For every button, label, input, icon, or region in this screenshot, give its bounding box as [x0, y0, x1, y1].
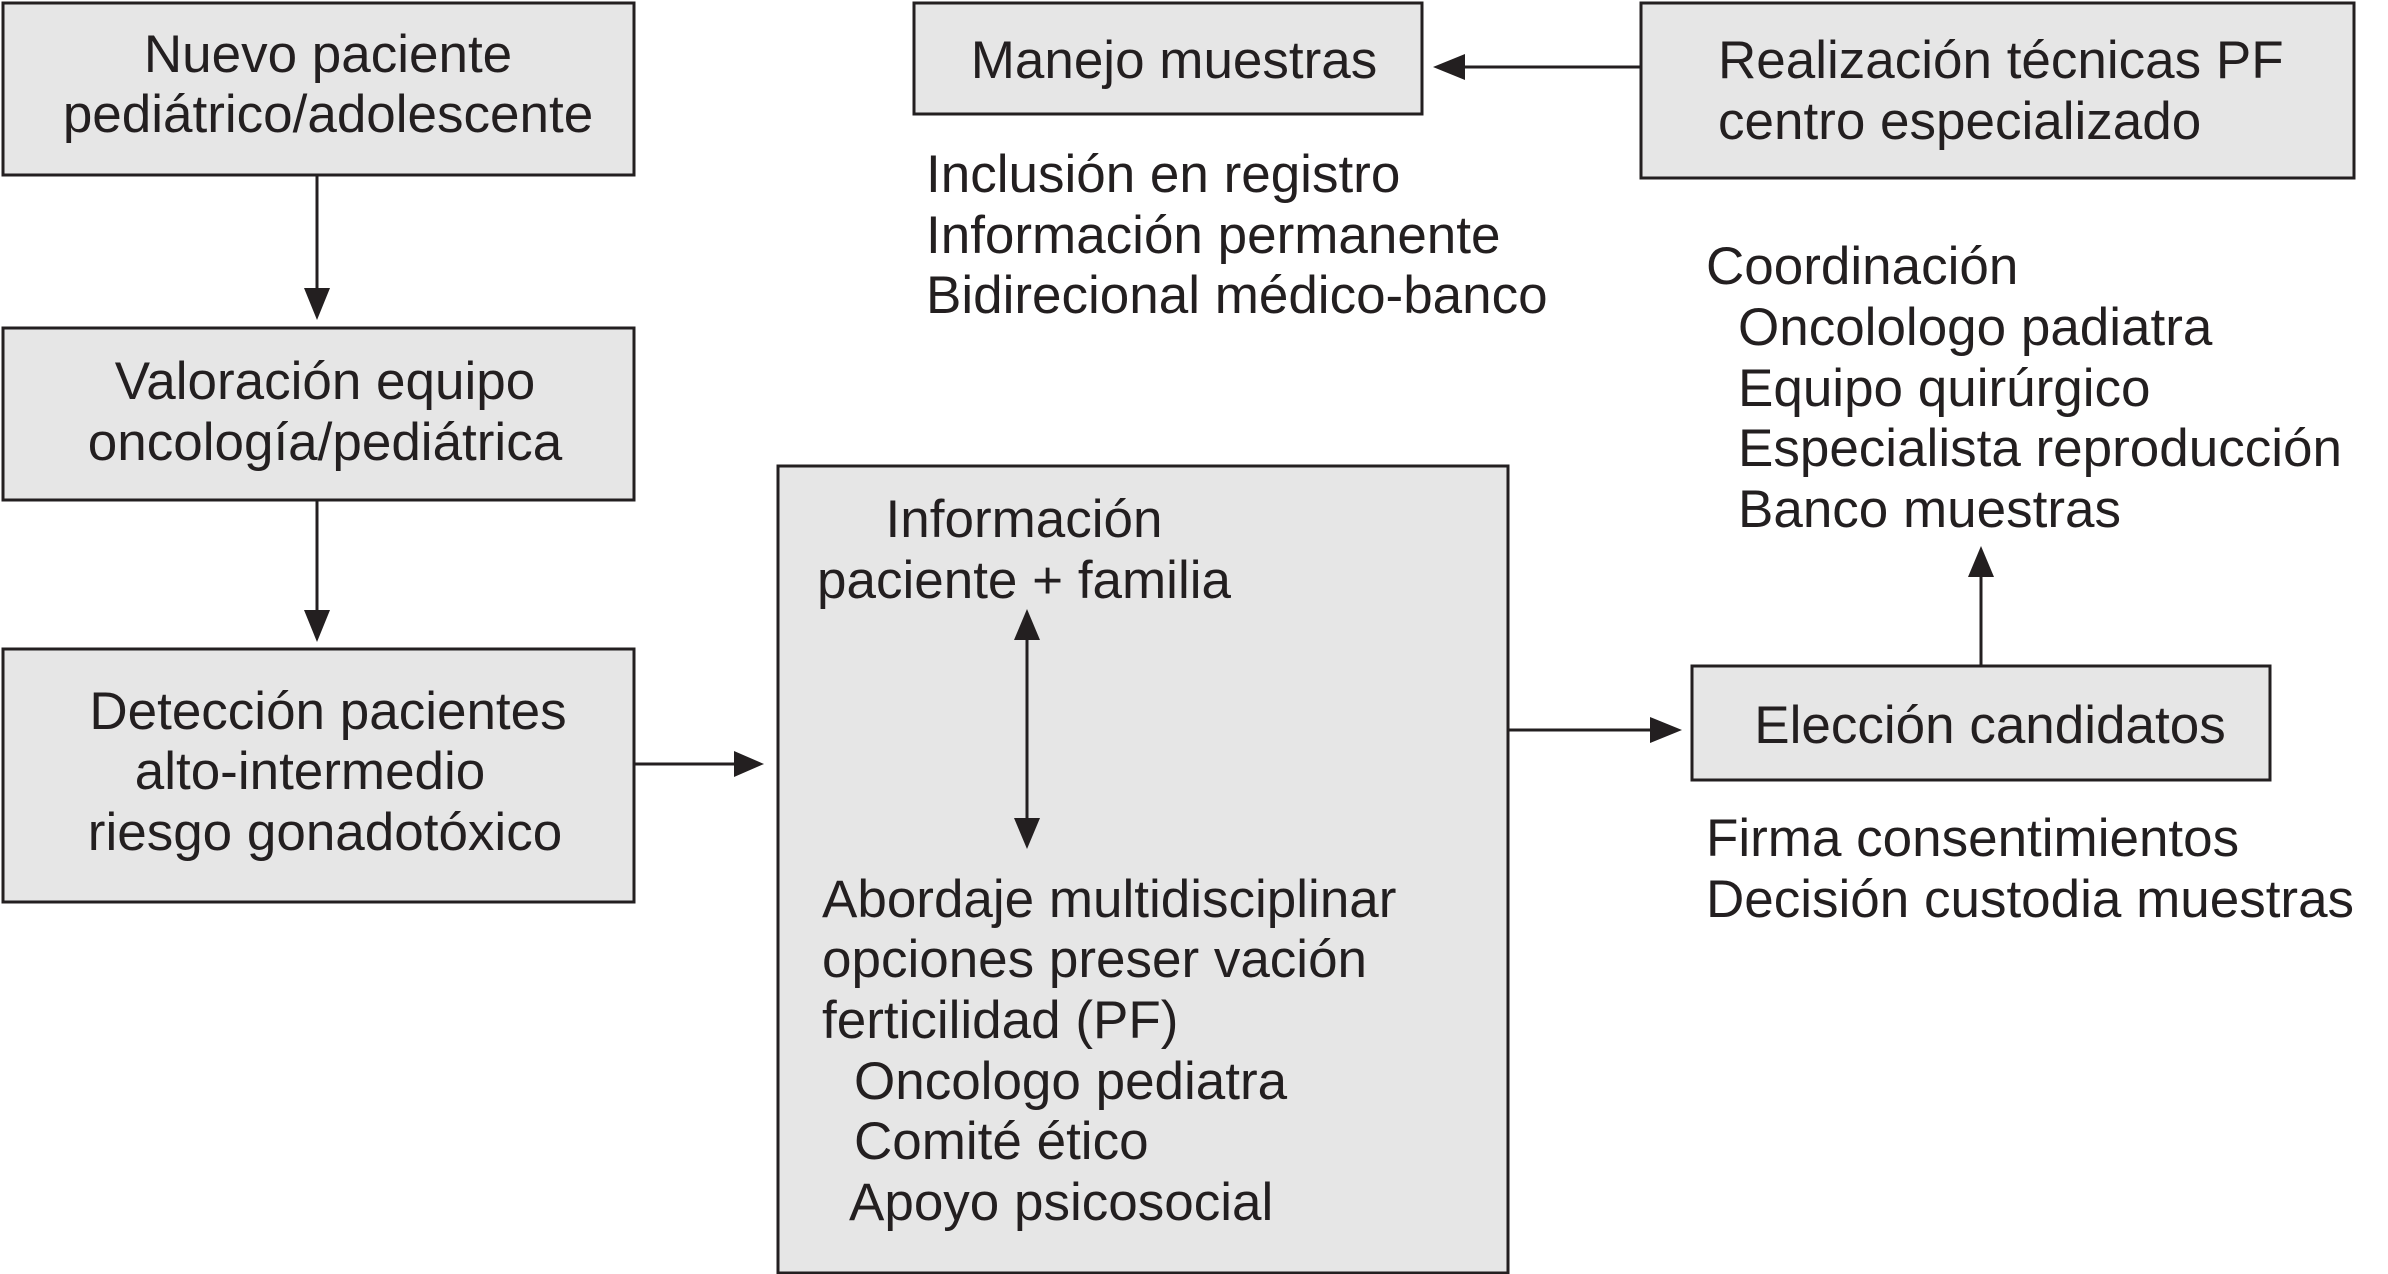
central-member-3: Apoyo psicosocial	[849, 1173, 1273, 1232]
note-coordinacion-item-2: Equipo quirúrgico	[1738, 359, 2150, 418]
node-realizacion-tecnicas: Realización técnicas PF centro especiali…	[1639, 1, 2356, 180]
node-deteccion-pacientes-line-3: riesgo gonadotóxico	[88, 803, 562, 862]
central-info-line-1: Información	[886, 490, 1163, 549]
node-deteccion-pacientes-box	[1, 647, 636, 904]
arrow-nuevo-to-valoracion	[304, 175, 330, 320]
note-coordinacion-item-3: Especialista reproducción	[1738, 419, 2342, 478]
node-valoracion-equipo: Valoración equipo oncología/pediátrica	[1, 326, 636, 502]
node-realizacion-tecnicas-line-1: Realización técnicas PF	[1718, 31, 2284, 90]
node-deteccion-pacientes: Detección pacientes alto-intermedio ries…	[1, 647, 636, 904]
note-registro-line-1: Inclusión en registro	[926, 145, 1400, 204]
node-eleccion-candidatos-line-1: Elección candidatos	[1754, 696, 2225, 755]
node-manejo-muestras: Manejo muestras	[912, 1, 1424, 116]
node-nuevo-paciente: Nuevo paciente pediátrico/adolescente	[1, 1, 636, 177]
node-deteccion-pacientes-line-2: alto-intermedio	[135, 742, 486, 801]
note-coordinacion-item-4: Banco muestras	[1738, 480, 2121, 539]
node-nuevo-paciente-line-2: pediátrico/adolescente	[63, 85, 593, 144]
central-abordaje-line-1: Abordaje multidisciplinar	[822, 870, 1396, 929]
note-registro-line-3: Bidirecional médico-banco	[926, 266, 1548, 325]
node-central-informacion-abordaje: Información paciente + familia Abordaje …	[776, 464, 1510, 1274]
node-valoracion-equipo-box	[1, 326, 636, 502]
central-member-2: Comité ético	[854, 1112, 1149, 1171]
node-eleccion-candidatos-box	[1690, 664, 2272, 782]
arrow-eleccion-to-coordinacion	[1968, 546, 1994, 666]
node-manejo-muestras-line-1: Manejo muestras	[971, 31, 1378, 90]
central-member-1: Oncologo pediatra	[854, 1052, 1288, 1111]
note-firma-line-2: Decisión custodia muestras	[1706, 870, 2354, 929]
node-manejo-muestras-box	[912, 1, 1424, 116]
central-info-line-2: paciente + familia	[817, 551, 1231, 610]
note-coordinacion-title: Coordinación	[1706, 237, 2018, 296]
node-eleccion-candidatos: Elección candidatos	[1690, 664, 2272, 782]
node-realizacion-tecnicas-line-2: centro especializado	[1718, 92, 2201, 151]
note-registro-line-2: Información permanente	[926, 206, 1501, 265]
node-nuevo-paciente-line-1: Nuevo paciente	[144, 25, 512, 84]
node-realizacion-tecnicas-box	[1639, 1, 2356, 180]
arrow-central-to-eleccion	[1508, 717, 1682, 743]
arrow-deteccion-to-central	[634, 751, 764, 777]
arrow-valoracion-to-deteccion	[304, 500, 330, 642]
note-firma-line-1: Firma consentimientos	[1706, 809, 2239, 868]
note-registro: Inclusión en registro Información perman…	[926, 145, 1548, 325]
note-coordinacion-item-1: Oncolologo padiatra	[1738, 298, 2213, 357]
central-abordaje-line-3: ferticilidad (PF)	[822, 991, 1178, 1050]
node-central-box	[776, 464, 1510, 1274]
note-coordinacion: Coordinación Oncolologo padiatra Equipo …	[1706, 237, 2342, 539]
arrow-info-abordaje-bidirectional	[1014, 609, 1040, 849]
central-abordaje-line-2: opciones preser vación	[822, 930, 1367, 989]
node-deteccion-pacientes-line-1: Detección pacientes	[89, 682, 566, 741]
note-firma: Firma consentimientos Decisión custodia …	[1706, 809, 2354, 929]
arrow-realizacion-to-manejo	[1433, 54, 1641, 80]
node-valoracion-equipo-line-2: oncología/pediátrica	[88, 413, 563, 472]
node-nuevo-paciente-box	[1, 1, 636, 177]
node-valoracion-equipo-line-1: Valoración equipo	[115, 352, 535, 411]
